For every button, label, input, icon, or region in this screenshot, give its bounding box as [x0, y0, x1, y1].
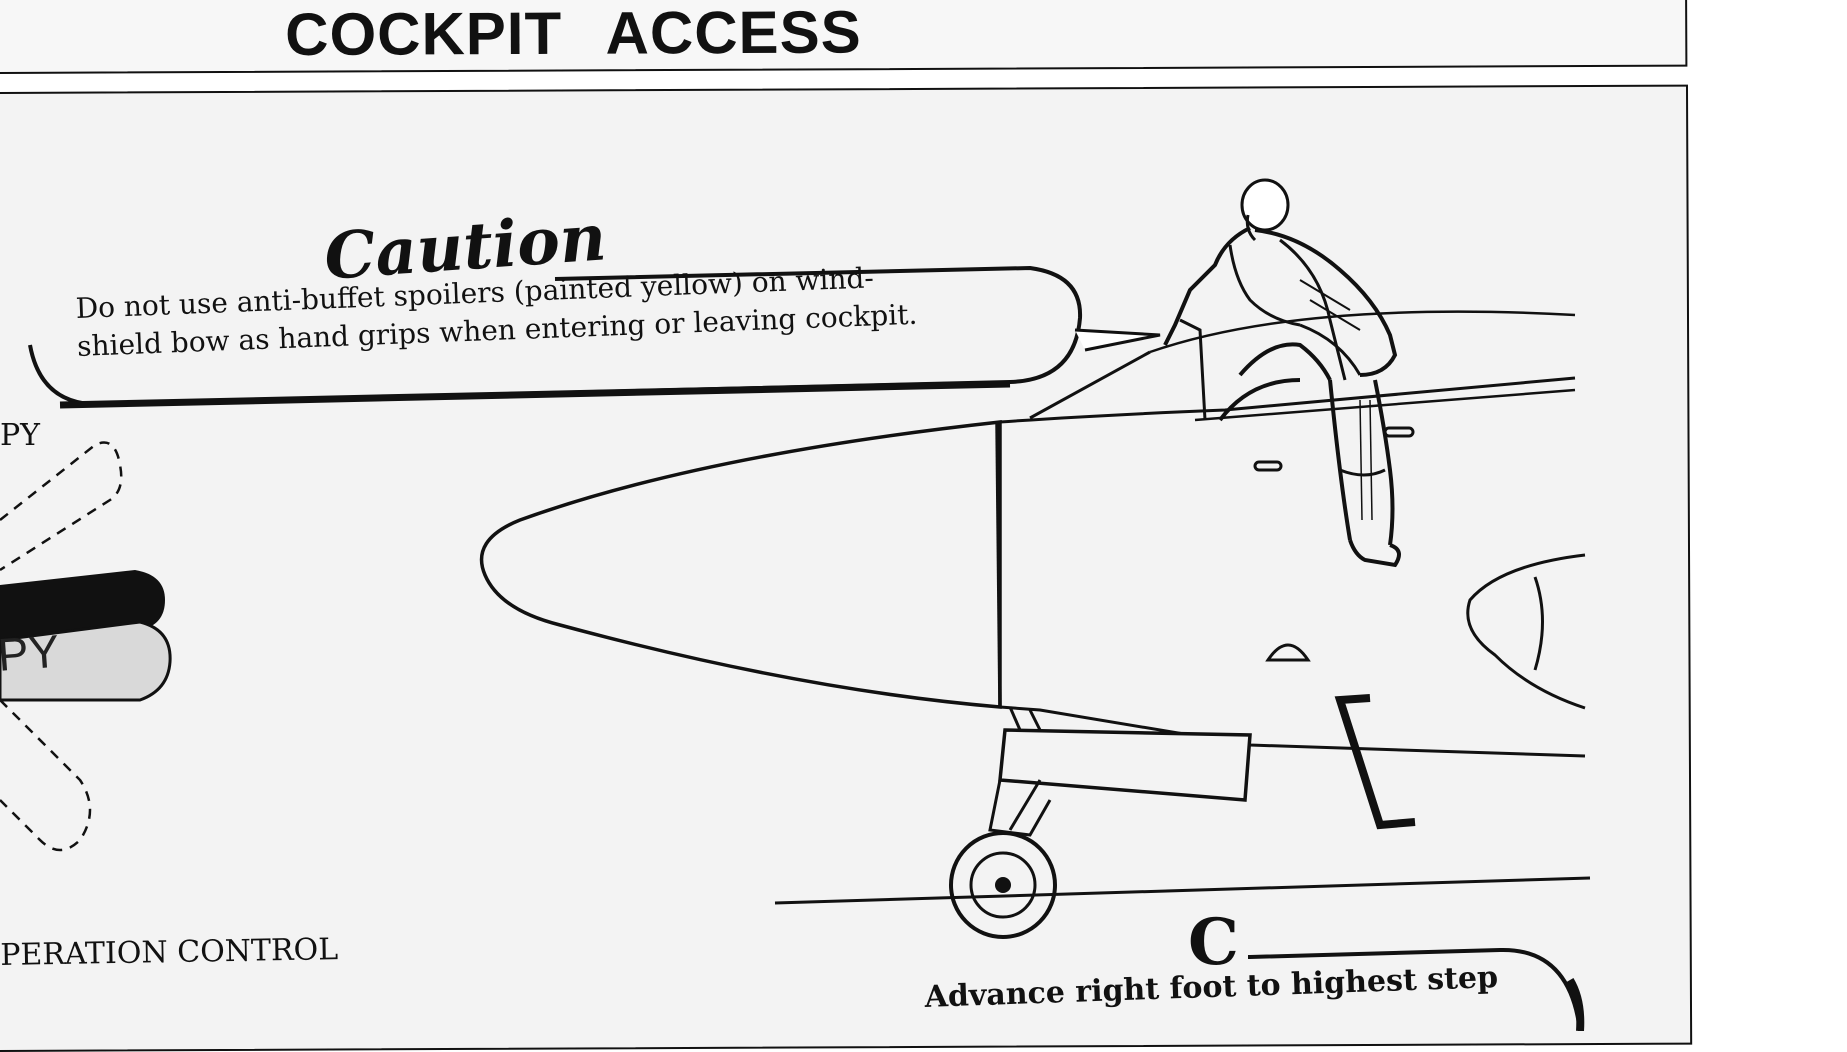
gear-door: [998, 728, 1252, 802]
canopy-tag-label-fragment: PY: [0, 624, 61, 681]
operation-control-label-fragment: PERATION CONTROL: [0, 932, 339, 973]
canopy-label-fragment: PY: [0, 418, 40, 453]
canopy-handle-dashed-lower: [0, 699, 92, 852]
boarding-step: [1334, 694, 1416, 830]
nose-cone: [479, 420, 1002, 709]
canopy-handle-tag: [0, 620, 172, 702]
pilot-figure: [1163, 178, 1401, 568]
ground-line: [774, 876, 1591, 905]
caution-callout-balloon: [28, 265, 1083, 407]
caution-callout-pointer: [1074, 328, 1161, 352]
canopy-handle-dashed-upper: [0, 441, 123, 572]
step-c-letter: C: [1188, 905, 1239, 980]
canopy-handle-black: [0, 570, 165, 640]
air-intake: [1466, 553, 1586, 710]
